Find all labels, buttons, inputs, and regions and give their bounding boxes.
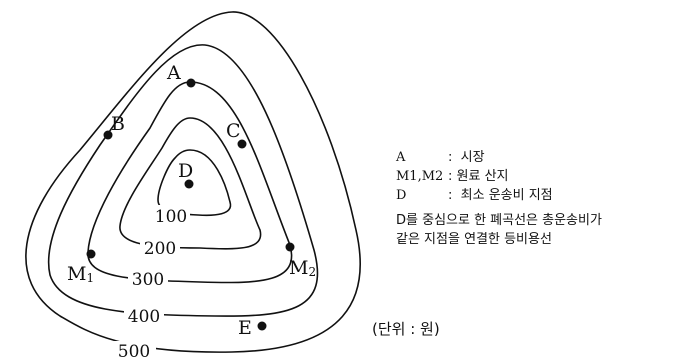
legend-row-min-cost: D: 최소 운송비 지점: [396, 186, 602, 205]
point-M2-subscript: 2: [308, 265, 316, 279]
unit-label: (단위 : 원): [372, 320, 440, 338]
legend-text: 시장: [460, 150, 485, 165]
point-M1-letter: M: [67, 263, 86, 285]
point-M2-label: M2: [289, 257, 316, 279]
point-B-label: B: [111, 113, 125, 135]
legend-key: D: [396, 188, 407, 203]
legend: A: 시장 M1,M2: 원료 산지 D: 최소 운송비 지점 D를 중심으로 …: [396, 148, 602, 249]
legend-separator: :: [448, 188, 453, 203]
legend-text: 최소 운송비 지점: [460, 188, 553, 203]
point-B-marker: [103, 130, 113, 140]
point-A-label: A: [166, 62, 181, 84]
point-M1-label: M1: [67, 263, 94, 285]
legend-separator: :: [448, 169, 453, 184]
point-A-marker: [186, 78, 196, 88]
point-M1-marker: [86, 249, 96, 259]
contour-label-100: 100: [155, 207, 187, 227]
point-M2-letter: M: [289, 257, 308, 279]
contour-label-500: 500: [118, 342, 150, 357]
legend-key: A: [396, 150, 406, 165]
point-D-label: D: [178, 160, 193, 182]
point-C-label: C: [226, 120, 241, 142]
point-C-marker: [237, 139, 247, 149]
contour-label-200: 200: [144, 239, 176, 259]
legend-note: D를 중심으로 한 폐곡선은 총운송비가 같은 지점을 연결한 등비용선: [396, 211, 602, 249]
legend-note-line-1: D를 중심으로 한 폐곡선은 총운송비가: [396, 213, 602, 228]
legend-text: 원료 산지: [456, 169, 509, 184]
contour-label-300: 300: [132, 270, 164, 290]
legend-note-line-2: 같은 지점을 연결한 등비용선: [396, 232, 552, 247]
legend-key: M1,M2: [396, 169, 444, 184]
point-M1-subscript: 1: [86, 271, 94, 285]
legend-row-market: A: 시장: [396, 148, 602, 167]
point-D-marker: [184, 179, 194, 189]
point-E-marker: [257, 321, 267, 331]
legend-separator: :: [448, 150, 453, 165]
contour-label-400: 400: [128, 307, 160, 327]
point-E-label: E: [238, 317, 252, 339]
legend-row-raw-material: M1,M2: 원료 산지: [396, 167, 602, 186]
point-M2-marker: [285, 242, 295, 252]
